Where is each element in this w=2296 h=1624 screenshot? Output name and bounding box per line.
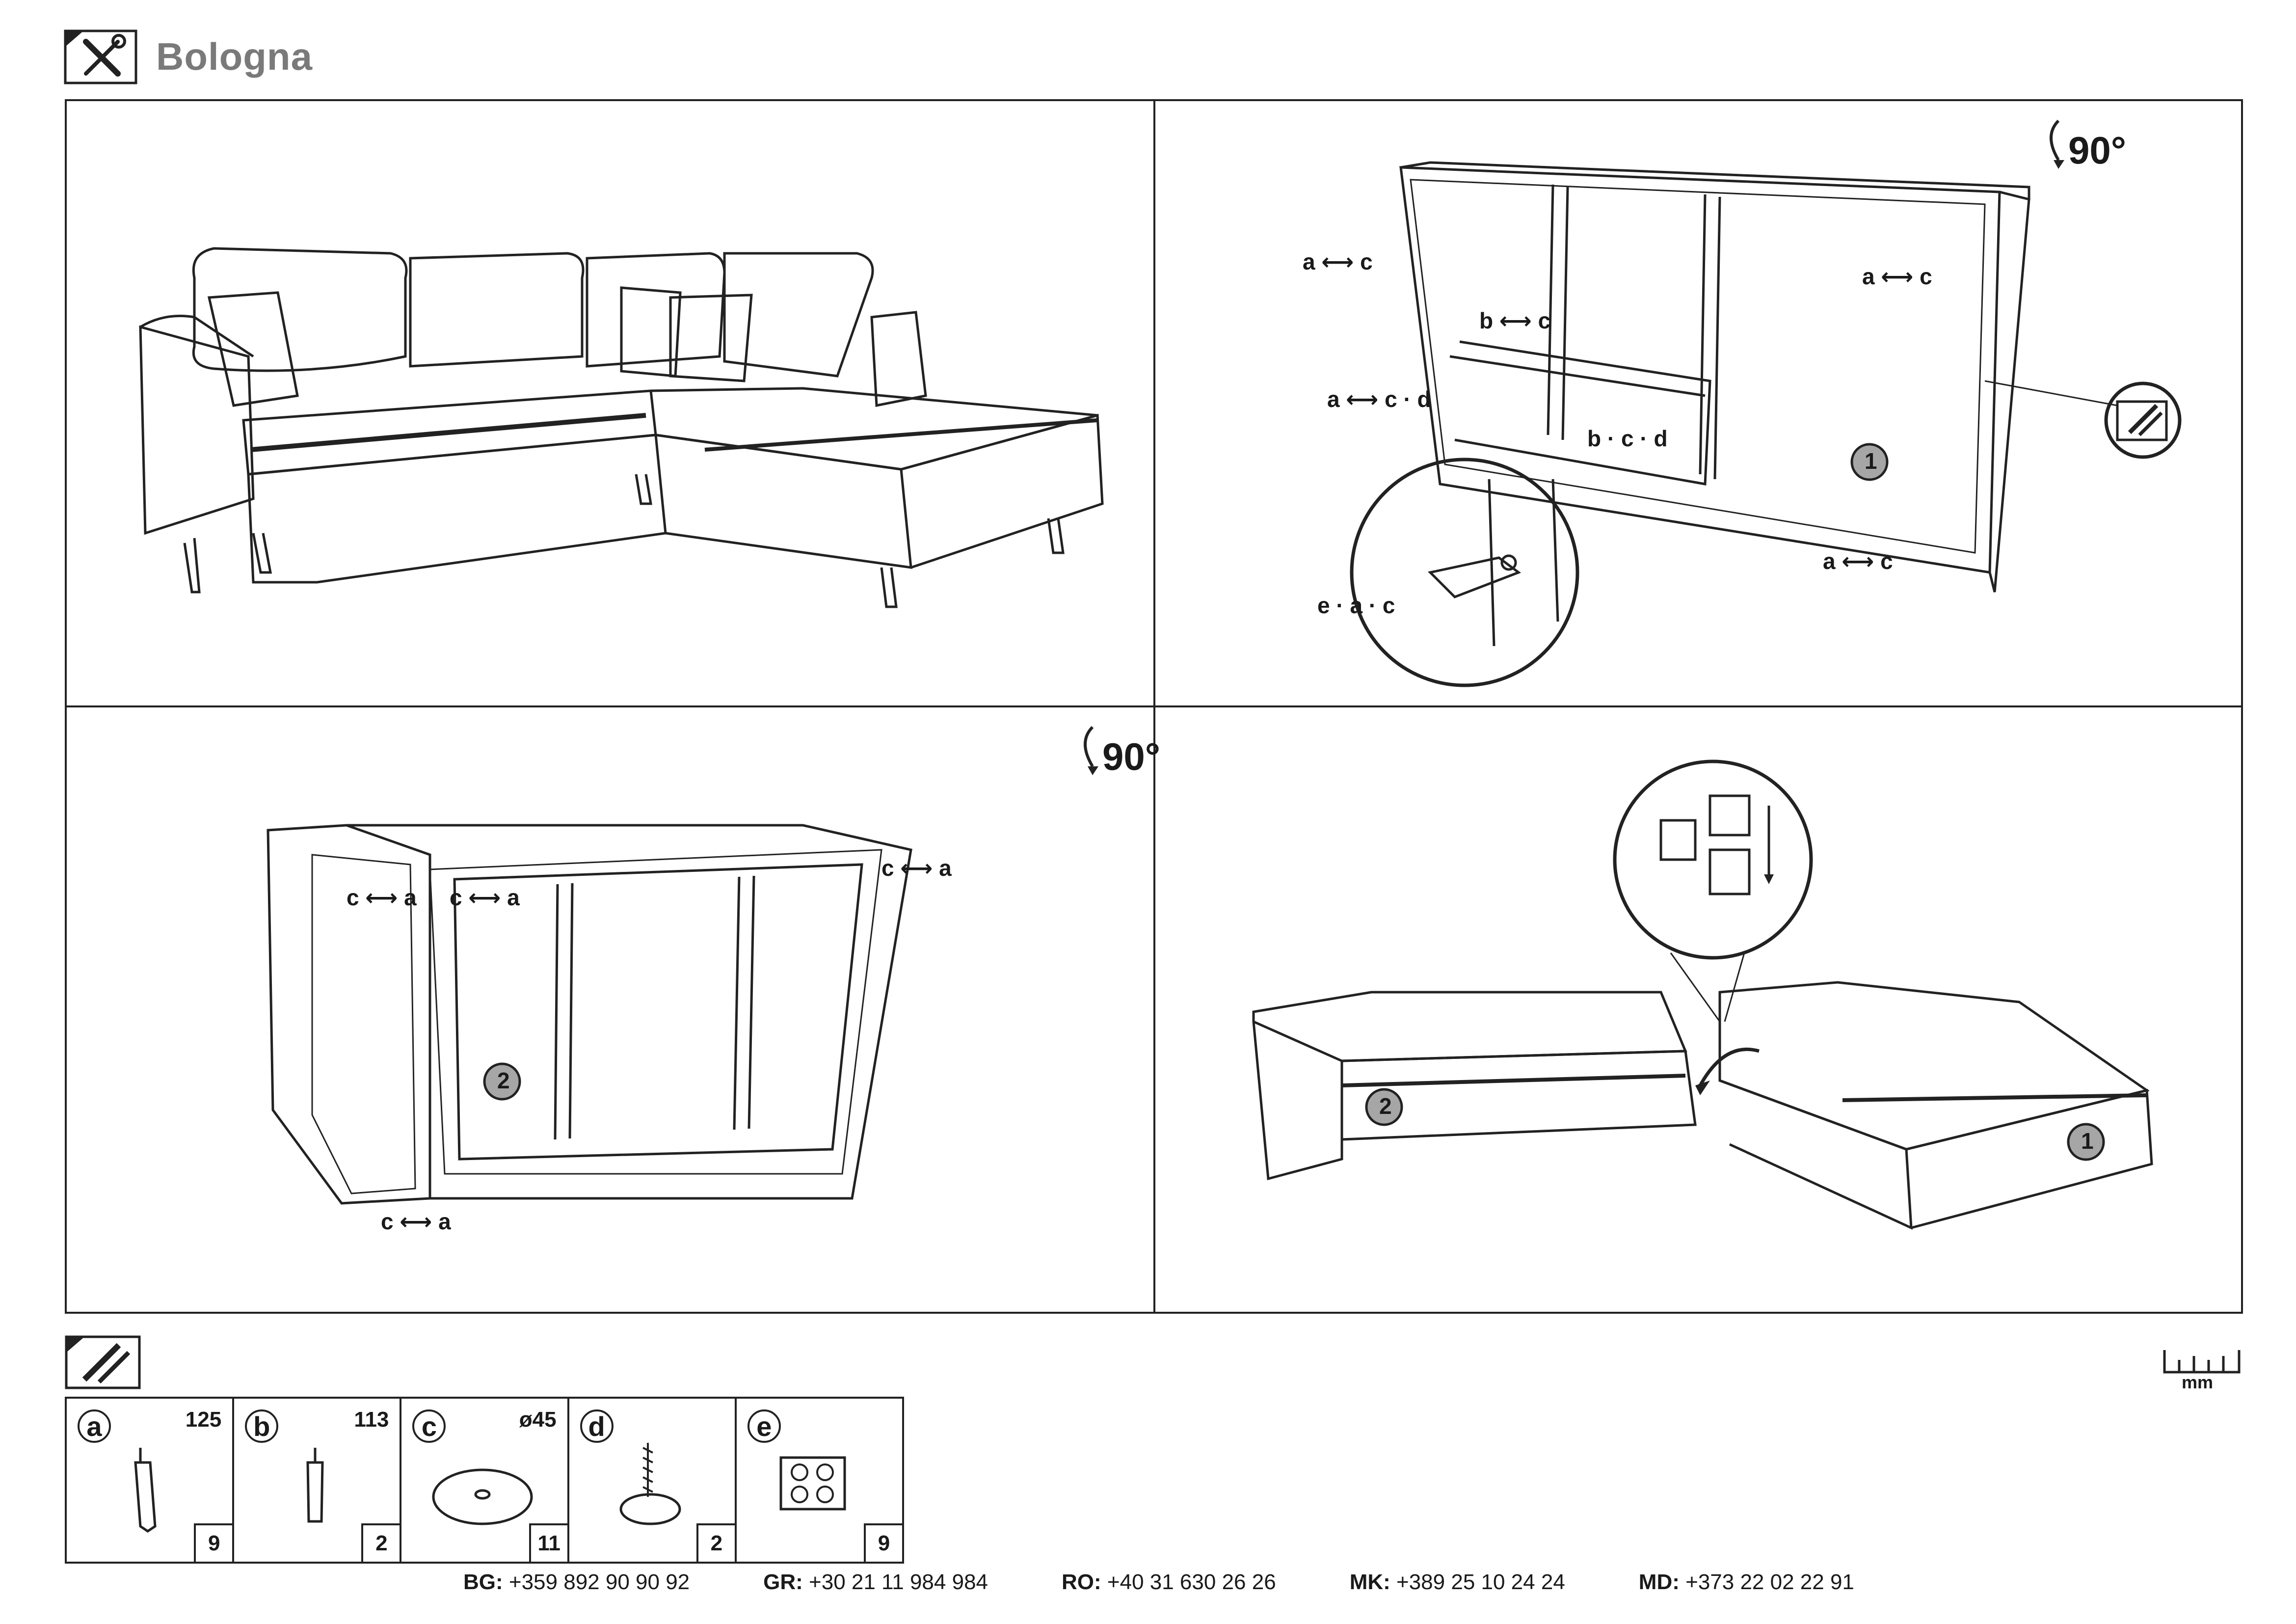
callout-bcd: b · c · d xyxy=(1587,426,1668,451)
callout-c-a-2: c ⟷ a xyxy=(450,885,520,910)
module-badge-1: 1 xyxy=(1865,448,1877,474)
parts-table: a 125 9 b 113 2 c ø45 11 d 2 e 9 xyxy=(65,1397,904,1564)
ruler-icon xyxy=(2163,1345,2241,1389)
part-d: d 2 xyxy=(569,1399,737,1562)
part-letter: e xyxy=(747,1409,781,1443)
module-badge-2-join: 2 xyxy=(1379,1093,1392,1119)
contact-ro: RO: +40 31 630 26 26 xyxy=(1062,1570,1276,1594)
panel-join-modules: 2 1 xyxy=(1155,707,2241,1312)
rotation-label-2: 90° xyxy=(1102,735,1160,778)
module-badge-2: 2 xyxy=(497,1068,510,1093)
part-e: e 9 xyxy=(737,1399,903,1562)
callout-a-c-lower: a ⟷ c xyxy=(1823,548,1893,574)
part-a: a 125 9 xyxy=(67,1399,235,1562)
part-letter: a xyxy=(78,1409,111,1443)
panel-sofa-module-legs: 90° 2 c ⟷ a c ⟷ a c ⟷ a c ⟷ a xyxy=(67,707,1160,1312)
screws-icon xyxy=(65,1335,141,1389)
callout-c-a-1: c ⟷ a xyxy=(347,885,417,910)
grid-divider-horizontal xyxy=(65,705,2243,707)
short-leg-icon xyxy=(306,1448,324,1523)
part-size: 113 xyxy=(354,1407,389,1432)
callout-b-c: b ⟷ c xyxy=(1479,308,1551,333)
part-letter: c xyxy=(412,1409,446,1443)
ruler-unit: mm xyxy=(2182,1372,2214,1392)
callout-c-a-3: c ⟷ a xyxy=(881,855,952,881)
part-qty: 9 xyxy=(864,1523,903,1562)
part-qty: 11 xyxy=(529,1523,567,1562)
rotation-label: 90° xyxy=(2068,129,2126,172)
contact-bg: BG: +359 892 90 90 92 xyxy=(463,1570,690,1594)
wrench-screwdriver-icon xyxy=(64,29,137,84)
adjustable-foot-icon xyxy=(619,1443,681,1525)
callout-c-a-4: c ⟷ a xyxy=(381,1209,451,1234)
part-letter: d xyxy=(580,1409,614,1443)
callout-a-c: a ⟷ c xyxy=(1862,264,1932,289)
panel-assembled-sofa xyxy=(67,101,1152,704)
part-c: c ø45 11 xyxy=(401,1399,569,1562)
page-title: Bologna xyxy=(156,35,313,78)
connector-plate-icon xyxy=(779,1456,846,1511)
contact-md: MD: +373 22 02 22 91 xyxy=(1638,1570,1854,1594)
part-size: ø45 xyxy=(519,1407,557,1432)
contact-mk: MK: +389 25 10 24 24 xyxy=(1349,1570,1565,1594)
part-qty: 9 xyxy=(194,1523,233,1562)
washer-icon xyxy=(432,1468,533,1525)
callout-e-a-c: e · a · c xyxy=(1317,593,1395,618)
module-badge-1-join: 1 xyxy=(2081,1128,2094,1154)
panel-chaise-module-legs: 90° 1 a ⟷ c a ⟷ c b ⟷ c a ⟷ c · d b · c … xyxy=(1155,101,2241,704)
part-qty: 2 xyxy=(696,1523,735,1562)
callout-d-c: a ⟷ c · d xyxy=(1327,386,1431,412)
part-size: 125 xyxy=(185,1407,222,1432)
tall-tapered-leg-icon xyxy=(134,1448,157,1533)
part-b: b 113 2 xyxy=(234,1399,402,1562)
part-qty: 2 xyxy=(361,1523,400,1562)
callout-a: a ⟷ c xyxy=(1303,249,1373,274)
part-letter: b xyxy=(245,1409,279,1443)
contact-gr: GR: +30 21 11 984 984 xyxy=(763,1570,988,1594)
contacts-footer: BG: +359 892 90 90 92 GR: +30 21 11 984 … xyxy=(463,1570,2132,1595)
